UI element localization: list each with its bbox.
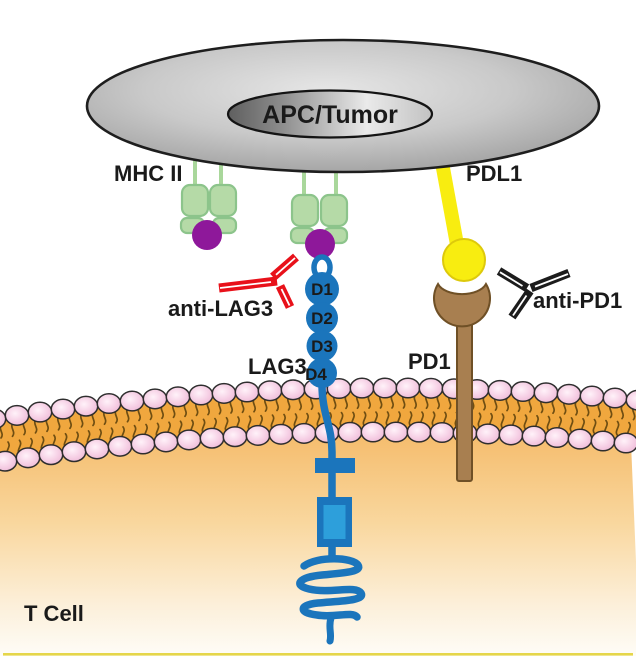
lag3-domain-label-d2: D2	[311, 309, 333, 328]
lag3-domain-circle-d1	[305, 272, 339, 306]
lipid-head	[4, 404, 30, 426]
lipid-head	[602, 387, 628, 409]
lipid-head	[211, 382, 237, 404]
lag3-domain-circle-d2	[306, 302, 338, 334]
lag3-tail-end	[326, 614, 335, 645]
lipid-head	[475, 423, 501, 445]
lipid-head	[165, 386, 191, 408]
anti-lag3-antibody	[218, 253, 299, 309]
anti-pd1-antibody	[496, 267, 571, 320]
apc-cell: APC/Tumor	[85, 38, 601, 174]
lipid-head	[27, 401, 53, 423]
lag3-domain-circle-d4	[307, 358, 337, 388]
lipid-head	[73, 395, 99, 417]
lipid-head	[0, 450, 18, 472]
lag3-cytoplasmic-coil	[296, 555, 366, 621]
mhc2-label: MHC II	[114, 161, 182, 186]
lipid-head	[153, 431, 179, 453]
lipid-head	[360, 421, 386, 443]
lipid-head	[268, 423, 294, 445]
mhc2-alpha-domain	[290, 193, 320, 228]
lipid-head	[119, 390, 145, 412]
lipid-head	[567, 428, 593, 450]
lipid-head	[38, 444, 64, 466]
pdl1-ball	[442, 238, 486, 282]
bottom-border-line	[3, 653, 633, 656]
lipid-head	[50, 398, 76, 420]
pdl1-rod-group	[434, 155, 465, 252]
lipid-head	[533, 382, 559, 404]
lipid-head	[418, 377, 444, 399]
lipid-head	[372, 377, 398, 399]
mhc2-beta-domain	[319, 193, 349, 228]
antibody-seam	[534, 273, 569, 288]
lipid-head	[257, 380, 283, 402]
lipid-head	[222, 426, 248, 448]
lag3-domain-label-d1: D1	[311, 280, 333, 299]
lipid-head	[61, 441, 87, 463]
lipid-head	[176, 429, 202, 451]
lipid-head	[15, 447, 41, 469]
lipid-head	[510, 380, 536, 403]
pd1-label: PD1	[408, 349, 451, 374]
lipid-head	[590, 430, 616, 452]
anti-pd1-label: anti-PD1	[533, 288, 622, 313]
lipid-head	[199, 427, 225, 449]
lipid-head	[406, 421, 432, 443]
lipid-head	[130, 433, 156, 455]
lipid-head	[291, 422, 317, 444]
antibody-seam	[275, 257, 296, 276]
lag3-domain-label-d4: D4	[305, 365, 327, 384]
lipid-head	[245, 424, 271, 446]
lipid-head	[521, 425, 547, 447]
pd1-cup	[433, 281, 491, 328]
lipid-head	[142, 388, 168, 410]
lipid-head	[337, 421, 363, 443]
lipid-head	[579, 385, 605, 407]
lipid-head	[96, 392, 122, 415]
lipid-tails	[0, 393, 636, 457]
lag3-receptor: D1 D2 D3 D4	[296, 254, 366, 645]
mhc2-complex-2	[289, 193, 349, 259]
lipid-head	[84, 438, 110, 460]
mhc2-beta-domain	[208, 183, 238, 218]
lipid-head	[107, 435, 133, 457]
lag3-box-inner	[323, 505, 346, 539]
lipid-head	[280, 379, 306, 401]
lipid-head	[613, 432, 636, 454]
lipid-head	[234, 381, 260, 403]
pdl1-label: PDL1	[466, 161, 522, 186]
lipid-head	[625, 389, 636, 411]
lag3-stem	[318, 383, 336, 562]
pd1-receptor	[433, 281, 491, 482]
pdl1-rod	[434, 155, 465, 252]
anti-lag3-label: anti-LAG3	[168, 296, 273, 321]
lag3-label: LAG3	[248, 354, 307, 379]
lipid-head	[188, 384, 214, 406]
lag3-domain-circle-d3	[306, 330, 338, 362]
pd1-stem	[456, 321, 473, 482]
lipid-head	[544, 426, 570, 449]
lipid-head	[498, 424, 524, 446]
tcell-label: T Cell	[24, 601, 84, 626]
lipid-head	[429, 421, 455, 444]
lipid-head	[556, 383, 582, 405]
antibody-seam	[499, 271, 523, 287]
lag3-crossbar	[315, 458, 355, 473]
lipid-head	[383, 421, 409, 443]
antibody-seam	[512, 294, 528, 317]
lag3-domain-label-d3: D3	[311, 337, 333, 356]
peptide-circle	[192, 220, 222, 250]
antibody-seam	[219, 281, 272, 289]
lipid-head	[349, 377, 375, 399]
mhc2-alpha-domain	[180, 183, 210, 218]
peptide-circle	[305, 229, 335, 259]
lipid-head	[395, 377, 421, 399]
mhc2-complex-1	[179, 183, 238, 250]
apc-label: APC/Tumor	[262, 101, 398, 129]
lipid-head	[487, 379, 513, 401]
apc-inner-ellipse	[226, 89, 434, 139]
antibody-seam	[280, 288, 291, 306]
